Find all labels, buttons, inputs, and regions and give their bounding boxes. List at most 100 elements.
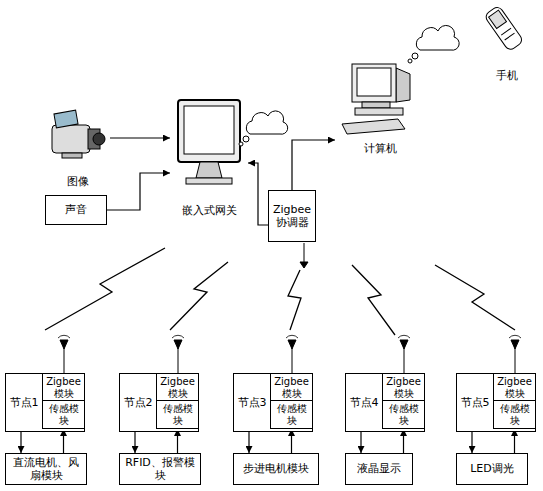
node-label: Zigbee 模块: [273, 376, 310, 399]
antenna-part: [174, 340, 182, 349]
zigbee-module: Zigbee 模块: [42, 373, 85, 402]
gateway-monitor-part: [196, 162, 222, 178]
cloud-part: [239, 142, 243, 146]
device-box: RFID、报警模块: [119, 453, 201, 485]
connector-arrow: [471, 432, 472, 453]
node-box: 节点3Zigbee 模块传感模块: [233, 373, 313, 432]
computer-icon: [342, 64, 410, 134]
phone-icon-part: [489, 10, 507, 28]
zigbee-module: Zigbee 模块: [382, 373, 425, 402]
antenna-wave-part: [286, 335, 298, 338]
node-label: Zigbee 模块: [385, 376, 422, 399]
antenna-part: [300, 262, 308, 268]
gateway-node: 嵌入式网关: [170, 95, 248, 217]
node-label: Zigbee 模块: [159, 376, 196, 399]
connector-arrow: [360, 432, 361, 453]
zigbee-module: Zigbee 模块: [493, 373, 536, 402]
device-box: LED调光: [456, 453, 528, 485]
sensor-module: 传感模块: [42, 400, 85, 429]
phone-icon: [484, 5, 524, 51]
antenna-wave-part: [509, 335, 521, 338]
antenna-part: [400, 340, 408, 349]
phone-node: 手机: [478, 8, 536, 82]
sensor-module: 传感模块: [156, 400, 199, 429]
node-label: 节点5: [457, 374, 493, 431]
computer-icon-part: [357, 68, 391, 96]
sensor-module: 传感模块: [493, 400, 536, 429]
antenna-wave: [58, 335, 521, 338]
cloud-part: [243, 136, 249, 142]
connector-arrow: [248, 432, 249, 453]
connector-arrow: [514, 429, 515, 453]
camera-icon-part: [62, 153, 82, 158]
computer-icon-part: [355, 108, 403, 115]
computer-icon-part: [396, 68, 410, 102]
cloud-part: [246, 111, 287, 134]
computer-icon-part: [342, 119, 405, 134]
antenna-part: [288, 340, 296, 349]
computer-icon-part: [352, 64, 396, 102]
node-box: 节点2Zigbee 模块传感模块: [119, 373, 199, 432]
antenna: [60, 243, 519, 373]
sensor-module: 传感模块: [382, 400, 425, 429]
node-label: Zigbee 模块: [496, 376, 533, 399]
node-label: 节点3: [234, 374, 270, 431]
node-label: RFID、报警模块: [122, 456, 198, 482]
connector-arrow: [291, 429, 292, 453]
antenna-part: [511, 340, 519, 349]
node-label: 声音: [65, 203, 87, 216]
connector-arrow: [403, 429, 404, 453]
zigbee-module: Zigbee 模块: [270, 373, 313, 402]
connector-arrow: [63, 429, 64, 453]
node-label: 节点1: [6, 374, 42, 431]
node-label: 节点4: [346, 374, 382, 431]
node-label: Zigbee 协调器: [271, 203, 313, 229]
node-label: 传感模块: [159, 403, 196, 426]
input-box: 声音: [45, 195, 107, 225]
cloud-part: [408, 59, 412, 63]
node-label: 传感模块: [45, 403, 82, 426]
node-label: 节点2: [120, 374, 156, 431]
camera-icon-part: [54, 110, 78, 128]
camera-icon-part: [93, 133, 105, 145]
icon-label: 图像: [66, 175, 90, 188]
wireless-link-part: [435, 265, 515, 330]
icon-label: 计算机: [363, 142, 398, 155]
wireless-link-part: [288, 270, 301, 330]
antenna-part: [304, 243, 305, 262]
antenna-part: [60, 340, 68, 349]
node-label: 液晶显示: [357, 462, 401, 475]
connector-arrow: [177, 429, 178, 453]
gateway-monitor-part: [186, 178, 232, 184]
antenna-wave-part: [58, 335, 70, 338]
node-label: Zigbee 模块: [45, 376, 82, 399]
node-label: 步进电机模块: [243, 462, 309, 475]
cloud-part: [416, 25, 459, 50]
antenna-wave-part: [398, 335, 410, 338]
icon-label: 嵌入式网关: [181, 204, 238, 217]
coordinator-box: Zigbee 协调器: [268, 190, 316, 242]
device-box: 直流电机、风扇模块: [5, 453, 87, 485]
zigbee-module: Zigbee 模块: [156, 373, 199, 402]
node-label: 传感模块: [496, 403, 533, 426]
camera-icon: [52, 110, 105, 158]
gateway-monitor-part: [184, 106, 234, 154]
node-box: 节点4Zigbee 模块传感模块: [345, 373, 425, 432]
computer-icon-part: [362, 102, 390, 108]
node-box: 节点1Zigbee 模块传感模块: [5, 373, 85, 432]
camera-icon-part: [52, 125, 90, 153]
computer-node: 计算机: [335, 58, 425, 155]
sensor-module: 传感模块: [270, 400, 313, 429]
connector-arrow: [110, 137, 170, 138]
antenna-wave-part: [172, 335, 184, 338]
gateway-monitor: [178, 100, 240, 184]
device-box: 步进电机模块: [233, 453, 319, 485]
connector-arrow: [107, 173, 170, 210]
wireless-link-part: [45, 248, 165, 330]
gateway-monitor-part: [178, 100, 240, 162]
wireless-link-part: [352, 265, 395, 335]
phone-icon-part: [505, 33, 515, 40]
connector-arrow: [134, 432, 135, 453]
cloud-part: [412, 53, 418, 59]
icon-label: 手机: [495, 69, 519, 82]
